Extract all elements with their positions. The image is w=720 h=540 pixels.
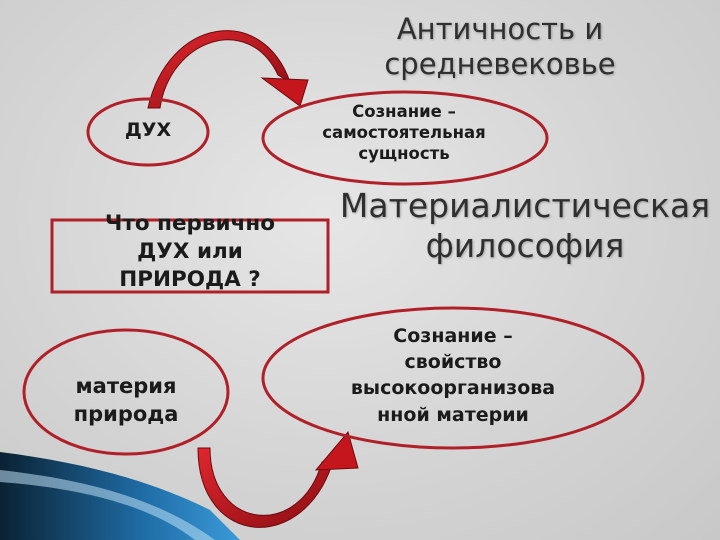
heading-antiquity-line-1: Античность и: [396, 12, 604, 46]
consciousness-property-label: Сознание – свойство высокоорганизова нно…: [318, 323, 588, 428]
corner-highlight: [0, 470, 215, 540]
arrow-bottom-curve: [197, 447, 335, 528]
arrow-top-curve: [147, 30, 291, 109]
consciousness-substance-line-1: Сознание –: [352, 102, 456, 121]
consciousness-property-line-2: свойство: [404, 351, 502, 374]
consciousness-substance-line-3: сущность: [358, 144, 450, 164]
heading-antiquity: Античность и средневековье: [350, 12, 650, 82]
question-box: [50, 218, 330, 294]
consciousness-substance-label: Сознание – самостоятельная сущность: [294, 101, 514, 164]
question-label: Что первично ДУХ или ПРИРОДА ?: [52, 210, 328, 294]
heading-materialist-philosophy: Материалистическая философия: [330, 186, 720, 265]
spirit-label: ДУХ: [98, 119, 198, 142]
question-line-3: ПРИРОДА ?: [119, 266, 261, 292]
matter-nature-label: материя природа: [38, 372, 214, 429]
spirit-ellipse: [86, 97, 210, 167]
spirit-label-line-1: ДУХ: [124, 119, 172, 141]
consciousness-property-ellipse: [261, 306, 645, 450]
arrow-bottom-head: [314, 430, 359, 471]
question-line-2: ДУХ или: [137, 238, 243, 264]
matter-nature-line-2: природа: [73, 402, 179, 427]
consciousness-property-line-4: нной материи: [377, 403, 529, 426]
heading-materialist-line-2: философия: [425, 225, 625, 265]
matter-nature-ellipse: [22, 328, 230, 456]
heading-materialist-line-1: Материалистическая: [339, 186, 711, 225]
consciousness-property-line-1: Сознание –: [393, 325, 513, 347]
question-line-1: Что первично: [105, 211, 275, 236]
arrow-top-head: [260, 77, 309, 107]
heading-antiquity-line-2: средневековье: [384, 46, 616, 81]
consciousness-property-line-3: высокоорганизова: [350, 377, 556, 400]
matter-nature-line-1: материя: [75, 374, 177, 398]
consciousness-substance-line-2: самостоятельная: [322, 123, 486, 143]
consciousness-substance-ellipse: [261, 90, 549, 186]
